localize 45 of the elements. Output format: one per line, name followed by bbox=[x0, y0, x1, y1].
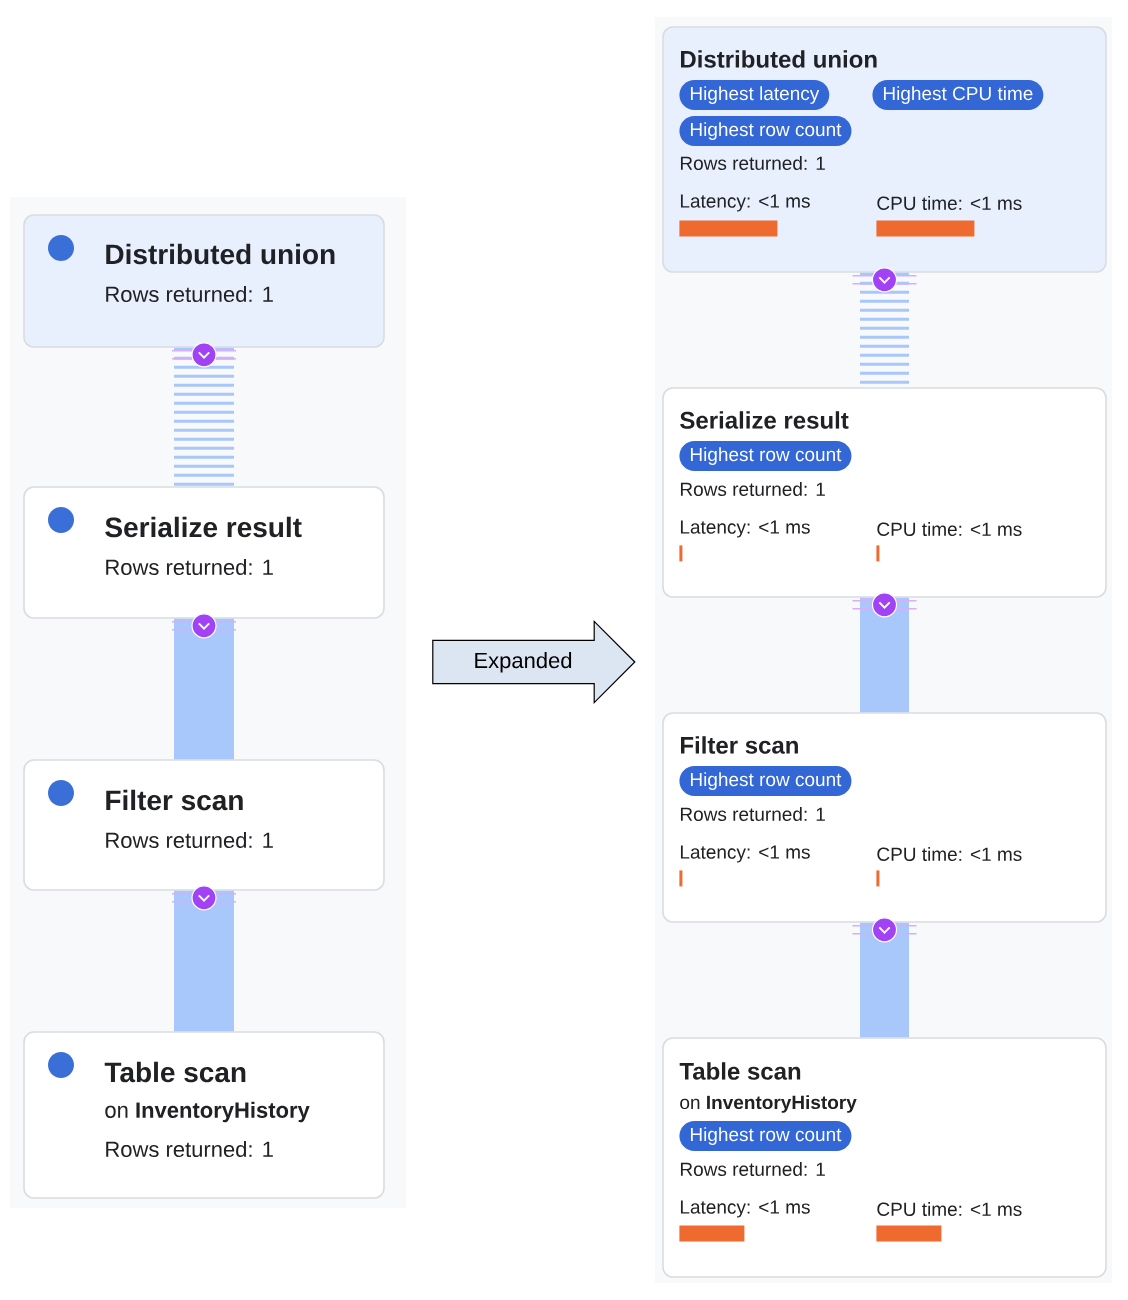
metric-bar bbox=[876, 545, 880, 562]
stat-text: on InventoryHistory bbox=[105, 1101, 310, 1123]
stat-text: CPU time: <1 ms bbox=[877, 522, 1022, 536]
metric-bar bbox=[876, 1225, 942, 1242]
node-title: Table scan bbox=[104, 1061, 246, 1083]
stat-text: Latency: <1 ms bbox=[680, 520, 810, 538]
stat-text: Rows returned: 1 bbox=[106, 558, 273, 576]
stat-text: Rows returned: 1 bbox=[680, 482, 825, 496]
stat-text: CPU time: <1 ms bbox=[877, 1202, 1022, 1216]
metric-bar bbox=[679, 1225, 745, 1242]
node-title: Serialize result bbox=[105, 516, 302, 538]
stat-text: CPU time: <1 ms bbox=[877, 847, 1022, 861]
stat-text: Rows returned: 1 bbox=[680, 156, 825, 170]
metric-bar bbox=[876, 220, 975, 237]
metric-bar bbox=[876, 870, 880, 887]
stat-text: CPU time: <1 ms bbox=[877, 196, 1022, 210]
connector bbox=[174, 347, 234, 487]
badge: Highest row count bbox=[679, 116, 852, 146]
node-title: Distributed union bbox=[681, 50, 877, 68]
connector bbox=[860, 922, 909, 1038]
node-title: Distributed union bbox=[106, 243, 335, 265]
stat-text: Latency: <1 ms bbox=[680, 1200, 810, 1218]
stat-text: Rows returned: 1 bbox=[680, 807, 825, 821]
badge: Highest latency bbox=[679, 80, 830, 110]
node-title: Serialize result bbox=[680, 411, 849, 429]
metric-bar bbox=[679, 870, 683, 887]
stat-text: Rows returned: 1 bbox=[106, 285, 273, 303]
node-title: Filter scan bbox=[106, 789, 243, 811]
stat-text: Rows returned: 1 bbox=[106, 1140, 273, 1158]
metric-bar bbox=[679, 545, 683, 562]
badge: Highest row count bbox=[679, 766, 852, 796]
stat-text: on InventoryHistory bbox=[680, 1095, 857, 1113]
stat-text: Latency: <1 ms bbox=[680, 194, 810, 212]
stat-text: Latency: <1 ms bbox=[680, 845, 810, 863]
stat-text: Rows returned: 1 bbox=[680, 1162, 825, 1176]
node-title: Table scan bbox=[679, 1062, 801, 1080]
metric-bar bbox=[679, 220, 778, 237]
stat-text: Rows returned: 1 bbox=[106, 831, 273, 849]
badge: Highest row count bbox=[679, 441, 852, 471]
connector bbox=[860, 597, 909, 713]
badge: Highest row count bbox=[679, 1121, 852, 1151]
badge: Highest CPU time bbox=[872, 80, 1044, 110]
connector bbox=[174, 890, 234, 1032]
node-title: Filter scan bbox=[681, 736, 798, 754]
connector bbox=[174, 618, 234, 760]
